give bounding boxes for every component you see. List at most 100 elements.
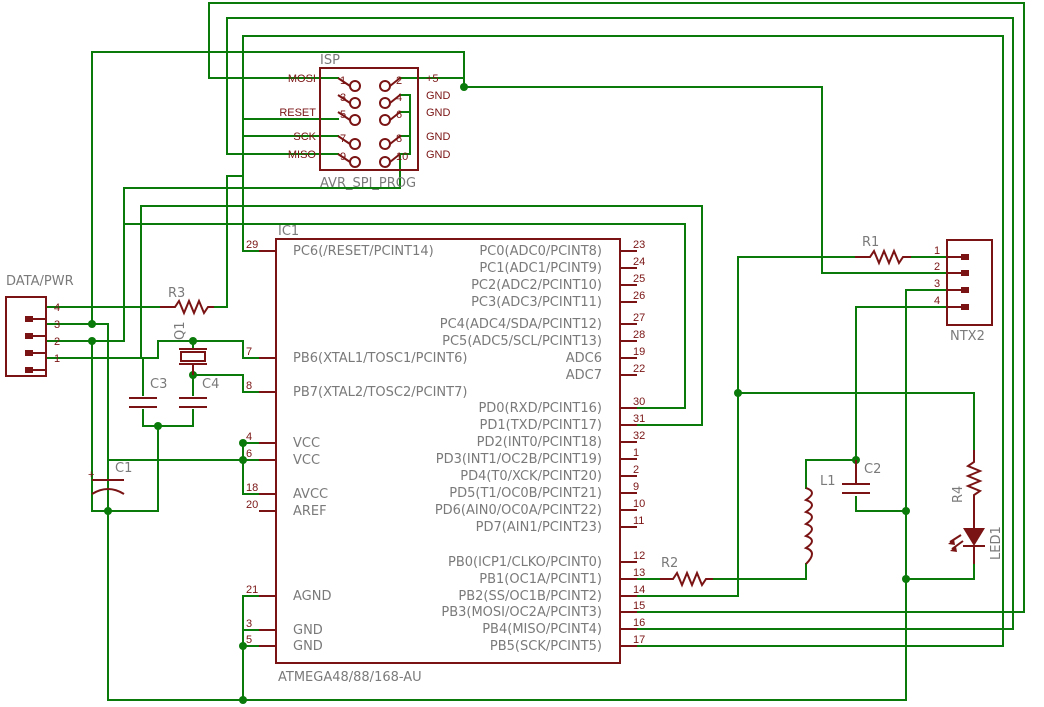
c1-plate-curved xyxy=(91,488,125,495)
junction xyxy=(154,422,162,430)
ic1-pin-label: VCC xyxy=(293,436,320,451)
ic1-pin-label: PD4(T0/XCK/PCINT20) xyxy=(460,469,602,484)
ic1-pin-number: 10 xyxy=(633,498,645,510)
isp-pin-pad xyxy=(379,80,391,92)
ic1-pin-number: 23 xyxy=(633,239,645,251)
ntx2-pin-end xyxy=(961,287,969,293)
ic1-pin-number: 29 xyxy=(246,239,258,251)
isp-pin-number: 2 xyxy=(396,75,402,87)
isp-pin-number: 1 xyxy=(340,75,346,87)
junction xyxy=(239,642,247,650)
data-pwr-pin-end xyxy=(25,333,33,339)
data-pwr-pin-number: 3 xyxy=(54,319,60,331)
isp-pin-number: 3 xyxy=(340,92,346,104)
ic1-pin-number: 7 xyxy=(246,346,252,358)
ic1-pin-label: PB3(MOSI/OC2A/PCINT3) xyxy=(441,605,602,620)
ic1-pin-number: 16 xyxy=(633,617,645,629)
data-pwr-pin-number: 1 xyxy=(54,353,60,365)
ic1-pin-label: PD2(INT0/PCINT18) xyxy=(477,435,602,450)
q1-label: Q1 xyxy=(173,321,188,340)
ic1-pin-label: GND xyxy=(293,623,323,638)
ic1-pin-number: 13 xyxy=(633,567,645,579)
isp-body xyxy=(319,67,419,171)
q1-crystal: Q1 xyxy=(173,321,207,375)
c2-capacitor: C2 xyxy=(842,460,881,494)
r4-resistor: R4 xyxy=(951,450,983,505)
ic1-pin-label: GND xyxy=(293,639,323,654)
ic1-pin-number: 30 xyxy=(633,396,645,408)
isp-net-label: RESET xyxy=(279,107,316,119)
ic1-pin-number: 2 xyxy=(633,464,639,476)
ic1-pin-number: 12 xyxy=(633,550,645,562)
isp-pin-pad xyxy=(379,97,391,109)
isp-net-label: MOSI xyxy=(288,73,316,85)
isp-net-label: +5 xyxy=(426,73,439,85)
junction xyxy=(239,456,247,464)
wire-mosi-pb3 xyxy=(208,2,1025,613)
junction xyxy=(734,389,742,397)
isp-pin-pad xyxy=(349,97,361,109)
isp-pin-pad xyxy=(349,156,361,168)
c2-label: C2 xyxy=(864,462,881,477)
isp-pin-pad xyxy=(349,138,361,150)
ic1-pin-label: PD3(INT1/OC2B/PCINT19) xyxy=(436,452,602,467)
data-pwr-pin-end xyxy=(25,350,33,356)
wire-txd xyxy=(45,205,703,426)
junction xyxy=(104,507,112,515)
ic1-pin-number: 28 xyxy=(633,329,645,341)
isp-pin-pad xyxy=(379,138,391,150)
isp-pin-number: 10 xyxy=(396,151,408,163)
ic1-pin-number: 15 xyxy=(633,600,645,612)
r2-label: R2 xyxy=(661,556,678,571)
l1-label: L1 xyxy=(820,474,836,489)
wire-rxd xyxy=(123,204,686,409)
wire-gnd-bus xyxy=(107,289,948,701)
wire-c2-gnd xyxy=(855,496,907,512)
ntx2-pin-end xyxy=(961,270,969,276)
ic1-pin-label: ADC7 xyxy=(566,368,602,383)
isp-name: ISP xyxy=(320,53,340,68)
led1-triangle xyxy=(963,528,985,546)
l1-coil xyxy=(803,487,813,565)
ntx2-pin-end xyxy=(961,254,969,260)
ntx2-pin-number: 1 xyxy=(934,245,940,257)
ic1-pin-number: 11 xyxy=(633,515,644,527)
junctions xyxy=(88,83,910,704)
isp-net-label: GND xyxy=(426,149,451,161)
wire-pb2 xyxy=(636,256,856,597)
c1-capacitor: + C1 xyxy=(88,461,132,495)
isp-pin-pad xyxy=(349,114,361,126)
ic1-pin-label: PB1(OC1A/PCINT1) xyxy=(479,572,602,587)
isp-pin-lead xyxy=(337,111,351,121)
q1-body xyxy=(180,351,206,362)
ic1-pin-label: PC3(ADC3/PCINT11) xyxy=(471,295,602,310)
ic1-pin-number: 22 xyxy=(633,363,645,375)
junction xyxy=(460,83,468,91)
ic1-pin-label: PB4(MISO/PCINT4) xyxy=(482,622,602,637)
ic1-pin-number: 1 xyxy=(633,447,639,459)
data-pwr-pin-number: 2 xyxy=(54,336,60,348)
ic1-pin-number: 5 xyxy=(246,634,252,646)
ic1-pin-number: 17 xyxy=(633,634,645,646)
isp-net-label: GND xyxy=(426,131,451,143)
c3-capacitor: C3 xyxy=(129,377,167,408)
ic1-name: IC1 xyxy=(278,224,299,239)
isp-net-label: GND xyxy=(426,107,451,119)
isp-pin-pad xyxy=(379,156,391,168)
wire-isp-gnd xyxy=(399,94,411,155)
ic1-pin-number: 31 xyxy=(633,413,645,425)
junction xyxy=(88,320,96,328)
data-pwr-pin-end xyxy=(25,316,33,322)
wire-l1-c2 xyxy=(805,306,948,489)
c1-label: C1 xyxy=(115,461,132,476)
data-pwr-name: DATA/PWR xyxy=(6,274,74,289)
wire-miso-pb4 xyxy=(226,17,1014,630)
ic1-pin-number: 21 xyxy=(246,584,258,596)
ic1-pin-number: 27 xyxy=(633,312,645,324)
ic1-pin-label: PC4(ADC4/SDA/PCINT12) xyxy=(440,317,602,332)
